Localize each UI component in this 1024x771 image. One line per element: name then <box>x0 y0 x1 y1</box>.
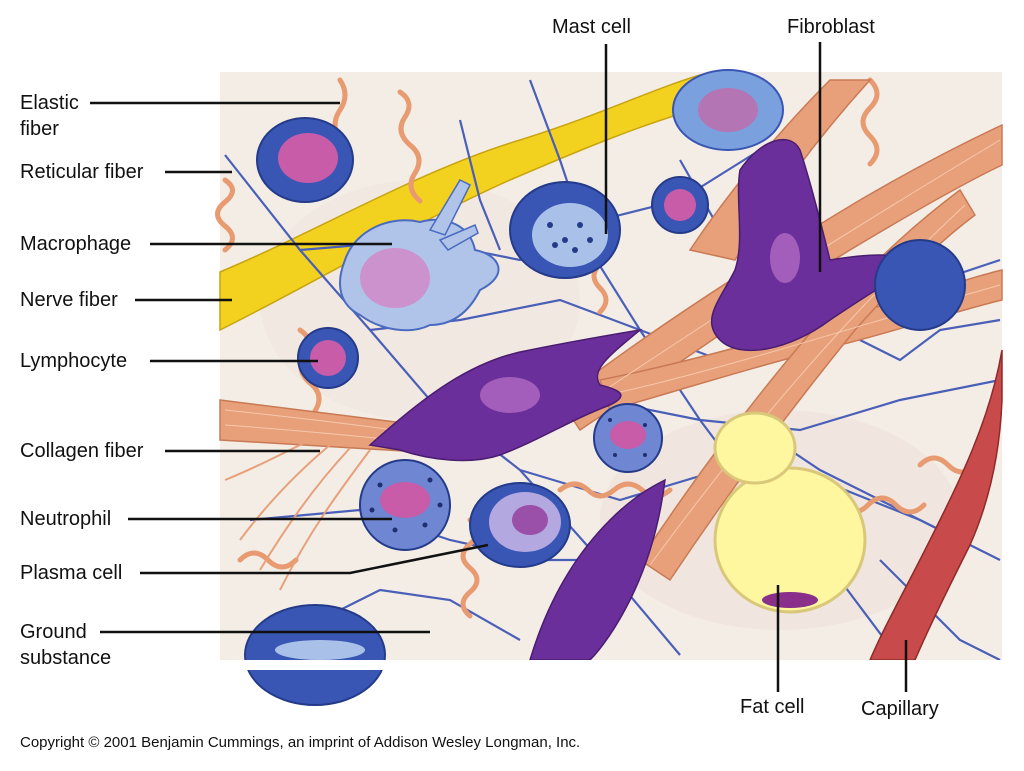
label-fibroblast: Fibroblast <box>787 16 875 38</box>
macrophage-process <box>428 179 472 236</box>
neutrophil-nucleus <box>610 421 646 449</box>
label-mast-cell: Mast cell <box>552 16 631 38</box>
label-fat-cell: Fat cell <box>740 696 805 718</box>
label-elastic-fiber-line1: Elastic <box>20 92 79 114</box>
copyright-notice: Copyright © 2001 Benjamin Cummings, an i… <box>20 734 581 751</box>
fibroblast-nucleus <box>770 233 800 283</box>
label-reticular-fiber: Reticular fiber <box>20 161 144 183</box>
leader-plasma-cell <box>140 543 489 575</box>
label-elastic-fiber: Elastic fiber <box>20 90 180 142</box>
neutrophil-nucleus <box>380 482 430 518</box>
neutrophil-granules <box>369 418 647 533</box>
label-nerve-fiber: Nerve fiber <box>20 289 118 311</box>
cell-bottom-left-inner <box>275 640 365 660</box>
label-neutrophil: Neutrophil <box>20 508 112 530</box>
lymphocyte-nucleus <box>664 189 696 221</box>
bottom-crop <box>220 660 1002 670</box>
leader-lines <box>90 42 908 692</box>
macrophage-nucleus <box>360 248 430 308</box>
label-collagen-fiber: Collagen fiber <box>20 440 144 462</box>
fibroblast-cell <box>710 139 922 352</box>
mast-cell-inner <box>532 203 608 267</box>
label-elastic-fiber-line2: fiber <box>20 118 59 140</box>
mast-cell-granules <box>547 222 593 253</box>
label-lymphocyte: Lymphocyte <box>20 350 128 372</box>
lymphocyte-nucleus <box>310 340 346 376</box>
fat-cell <box>713 411 797 485</box>
label-macrophage: Macrophage <box>20 233 132 255</box>
label-ground-substance: Ground substance <box>20 619 180 671</box>
label-ground-substance-line2: substance <box>20 647 112 669</box>
fat-cell <box>713 466 867 614</box>
label-plasma-cell: Plasma cell <box>20 562 123 584</box>
mast-cell-nucleus <box>698 88 758 132</box>
plasma-cell-nucleus <box>512 505 548 535</box>
fibroblast-nucleus <box>480 377 540 413</box>
macrophage-process <box>438 224 479 251</box>
label-ground-substance-line1: Ground <box>20 621 87 643</box>
cell-right-edge <box>874 239 966 331</box>
label-capillary: Capillary <box>861 698 939 720</box>
fibroblast-cell <box>528 478 666 661</box>
fat-cell-nucleus <box>762 592 818 608</box>
macrophage-nucleus <box>278 133 338 183</box>
